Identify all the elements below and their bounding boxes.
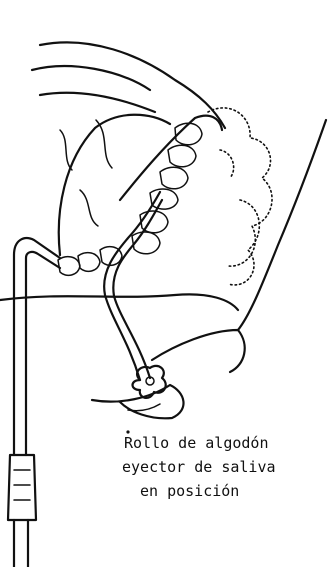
ejector-hook-inner xyxy=(26,252,60,300)
cheek-edge-right xyxy=(238,120,326,330)
upper-arch xyxy=(120,116,222,200)
cheek-contour xyxy=(32,66,150,90)
ejector-grip xyxy=(8,455,36,520)
lower-lip-contour xyxy=(152,330,245,372)
saliva-ejector-clip xyxy=(133,366,166,398)
caption-line-2: eyector de saliva xyxy=(122,460,276,475)
ejector-shaft xyxy=(14,300,26,455)
cotton-roll-lower xyxy=(228,200,259,285)
palate-contour xyxy=(40,93,155,112)
tongue-fold-3 xyxy=(80,190,98,226)
lower-tooth-4 xyxy=(78,253,100,272)
cotton-roll-inner xyxy=(220,150,234,178)
upper-tooth-3 xyxy=(160,167,188,189)
ejector-grip-lines xyxy=(14,470,30,500)
caption-line-1: Rollo de algodón xyxy=(124,436,269,451)
upper-tooth-2 xyxy=(168,145,196,167)
lower-tooth-5 xyxy=(58,257,80,276)
tongue-fold xyxy=(60,130,72,170)
caption-line-3: en posición xyxy=(140,484,239,499)
cotton-roll-upper xyxy=(208,108,272,266)
upper-tooth-4 xyxy=(150,189,178,209)
ejector-hose xyxy=(14,520,28,567)
ejector-hook xyxy=(14,238,60,300)
tongue-fold-2 xyxy=(96,120,112,168)
